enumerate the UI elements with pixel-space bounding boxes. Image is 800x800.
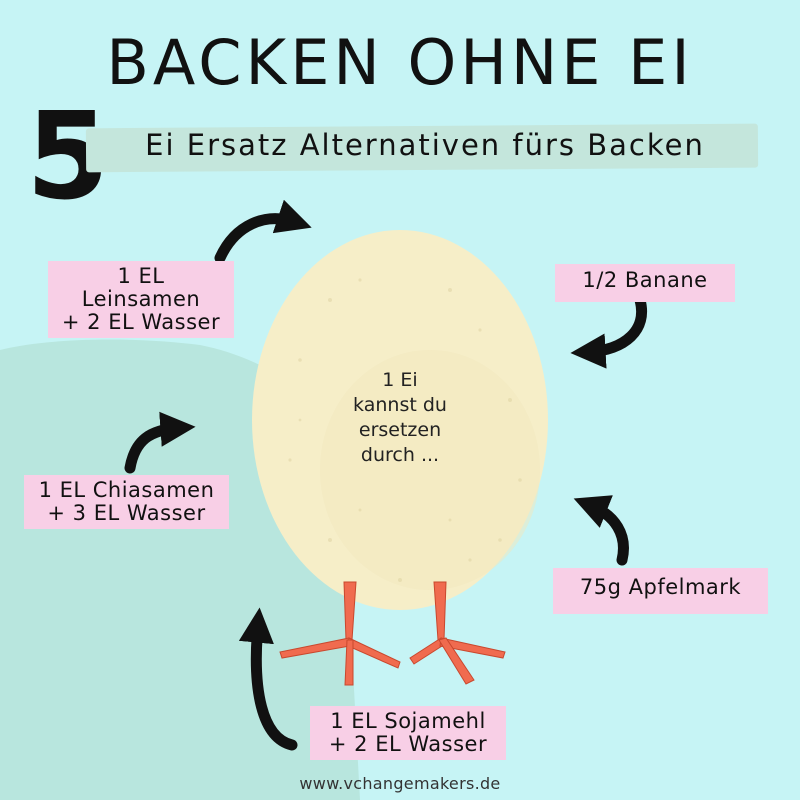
option-line: + 2 EL Wasser [61,310,221,334]
option-apfelmark: 75g Apfelmark [553,568,768,614]
option-line: 1/2 Banane [582,268,708,292]
curved-arrow [124,199,647,751]
egg-text-line: durch ... [360,444,440,466]
page-title: BACKEN OHNE EI [106,26,694,99]
option-line: 1 EL Chiasamen [38,478,215,502]
chicken-feet [279,581,506,686]
option-leinsamen: 1 EL Leinsamen + 2 EL Wasser [48,261,234,338]
option-line: 1 EL Leinsamen [81,264,201,311]
egg-text-line: kannst du [353,394,447,416]
option-banane: 1/2 Banane [555,264,735,302]
subtitle: Ei Ersatz Alternativen fürs Backen [145,128,705,162]
option-sojamehl: 1 EL Sojamehl + 2 EL Wasser [310,706,506,760]
egg-text: 1 Ei kannst du ersetzen durch ... [330,368,470,468]
option-chiasamen: 1 EL Chiasamen + 3 EL Wasser [24,475,229,529]
egg-text-line: 1 Ei [382,369,418,391]
option-line: + 2 EL Wasser [328,732,488,756]
option-line: + 3 EL Wasser [47,501,206,525]
footer-url: www.vchangemakers.de [299,774,501,793]
egg-text-line: ersetzen [358,419,442,441]
option-line: 1 EL Sojamehl [330,709,486,733]
egg-illustration [252,230,548,610]
option-line: 75g Apfelmark [579,575,742,599]
